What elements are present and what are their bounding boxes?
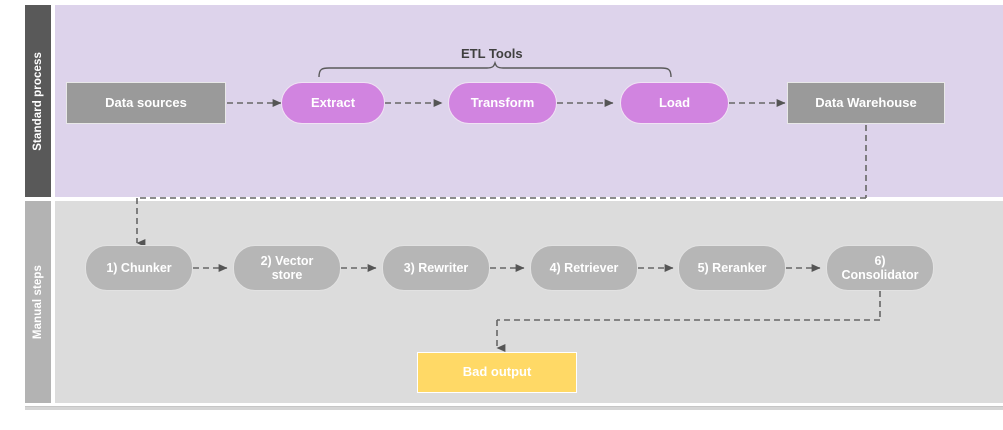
node-consolidator[interactable]: 6)Consolidator	[826, 245, 934, 291]
swimlane-label-standard-process: Standard process	[32, 51, 44, 151]
node-reranker[interactable]: 5) Reranker	[678, 245, 786, 291]
node-chunker[interactable]: 1) Chunker	[85, 245, 193, 291]
etl-tools-label: ETL Tools	[461, 46, 523, 61]
node-transform[interactable]: Transform	[448, 82, 557, 124]
node-rewriter[interactable]: 3) Rewriter	[382, 245, 490, 291]
node-extract[interactable]: Extract	[281, 82, 385, 124]
node-load[interactable]: Load	[620, 82, 729, 124]
node-data-warehouse[interactable]: Data Warehouse	[787, 82, 945, 124]
swimlane-label-manual-steps: Manual steps	[32, 264, 44, 340]
swimlane-header-manual-steps: Manual steps	[25, 201, 51, 403]
node-data-sources[interactable]: Data sources	[66, 82, 226, 124]
swimlane-header-standard-process: Standard process	[25, 5, 51, 197]
node-bad-output[interactable]: Bad output	[417, 352, 577, 393]
node-retriever[interactable]: 4) Retriever	[530, 245, 638, 291]
bottom-divider	[25, 406, 1003, 410]
